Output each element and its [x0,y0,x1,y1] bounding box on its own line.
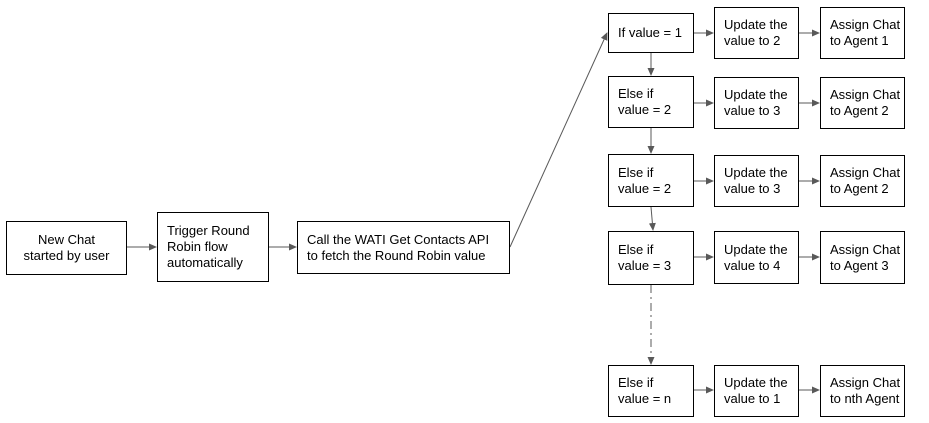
trigger-node-label: Trigger Round Robin flow automatically [167,223,250,270]
condition-node: Else if value = n [608,365,694,417]
assign-node: Assign Chat to Agent 3 [820,231,905,284]
condition-label: Else if value = n [618,375,672,406]
update-node: Update the value to 3 [714,77,799,129]
assign-label: Assign Chat to Agent 2 [830,165,901,196]
update-label: Update the value to 1 [724,375,788,406]
api-call-node: Call the WATI Get Contacts API to fetch … [297,221,510,274]
condition-node: Else if value = 2 [608,154,694,207]
assign-node: Assign Chat to Agent 1 [820,7,905,59]
update-node: Update the value to 3 [714,155,799,207]
update-label: Update the value to 4 [724,241,788,273]
condition-node: Else if value = 3 [608,231,694,285]
assign-node: Assign Chat to Agent 2 [820,155,905,207]
condition-label: If value = 1 [618,25,682,40]
assign-label: Assign Chat to nth Agent [830,375,901,406]
update-label: Update the value to 3 [724,87,788,118]
start-node-label: New Chat started by user [23,232,110,263]
assign-label: Assign Chat to Agent 1 [830,17,901,48]
arrow-api-to-first-condition [509,32,608,248]
assign-label: Assign Chat to Agent 3 [830,241,901,273]
assign-node: Assign Chat to Agent 2 [820,77,905,129]
api-call-node-label: Call the WATI Get Contacts API to fetch … [307,231,490,263]
condition-label: Else if value = 3 [618,242,672,273]
start-node: New Chat started by user [6,221,127,275]
condition-label: Else if value = 2 [618,164,672,196]
update-label: Update the value to 3 [724,165,788,196]
condition-label: Else if value = 2 [618,86,672,117]
update-node: Update the value to 1 [714,365,799,417]
update-node: Update the value to 4 [714,231,799,284]
update-node: Update the value to 2 [714,7,799,59]
assign-node: Assign Chat to nth Agent [820,365,905,417]
update-label: Update the value to 2 [724,17,788,48]
condition-node: Else if value = 2 [608,76,694,128]
arrow-condition-3-to-4 [648,206,656,231]
assign-label: Assign Chat to Agent 2 [830,87,901,118]
condition-node: If value = 1 [608,13,694,53]
trigger-node: Trigger Round Robin flow automatically [157,212,269,282]
